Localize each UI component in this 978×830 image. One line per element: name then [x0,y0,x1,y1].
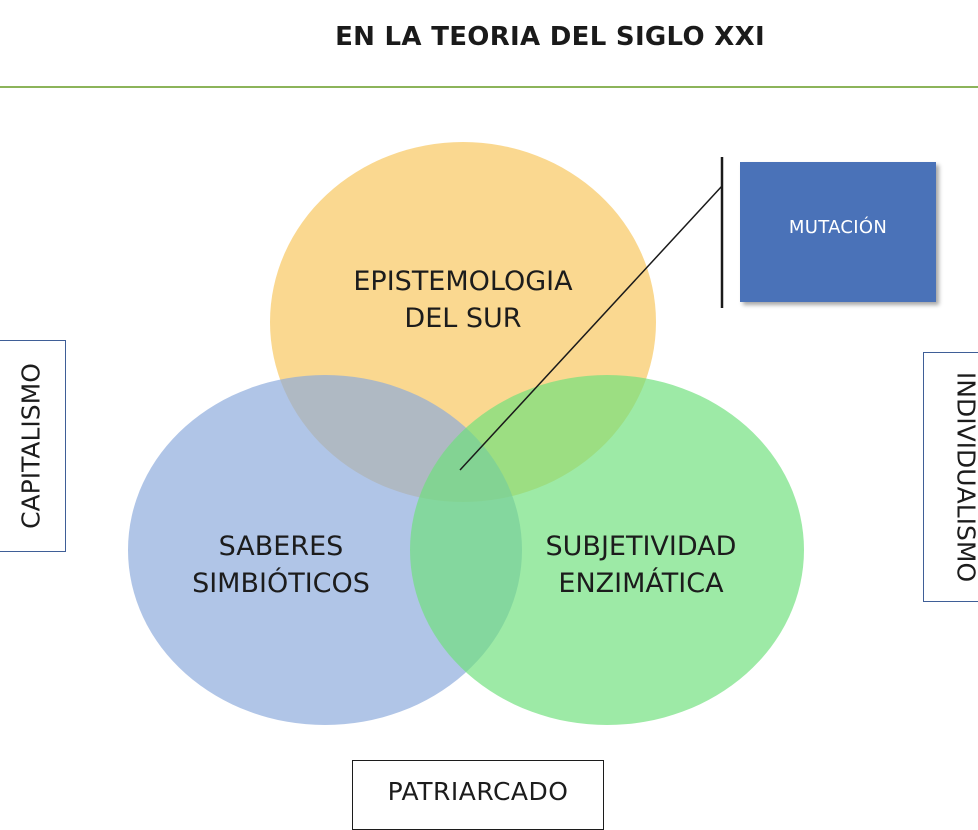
patriarcado-label: PATRIARCADO [353,777,603,806]
circle-label-saberes-line1: SABERES [219,531,344,562]
capitalismo-label: CAPITALISMO [17,363,46,529]
circle-label-epistemologia-line2: DEL SUR [404,303,521,334]
venn-circles [128,142,804,725]
individualismo-label: INDIVIDUALISMO [952,372,978,582]
circle-label-subjetividad-line2: ENZIMÁTICA [558,567,724,599]
mutacion-callout-label: MUTACIÓN [740,217,936,238]
circle-label-subjetividad-line1: SUBJETIVIDAD [546,531,737,562]
individualismo-side-box: INDIVIDUALISMO [923,352,978,602]
patriarcado-bottom-box: PATRIARCADO [352,760,604,830]
mutacion-callout-box: MUTACIÓN [740,162,936,302]
circle-label-epistemologia-line1: EPISTEMOLOGIA [353,266,573,297]
circle-label-saberes-line2: SIMBIÓTICOS [192,567,370,599]
capitalismo-side-box: CAPITALISMO [0,340,66,552]
